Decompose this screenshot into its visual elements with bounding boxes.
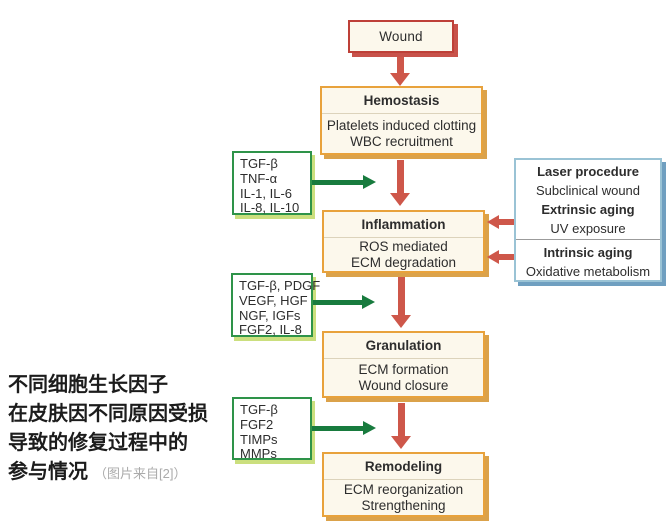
factor-box-remodeling: TGF-β FGF2 TIMPs MMPs — [232, 397, 312, 462]
stage-line: ROS mediated — [359, 238, 448, 254]
stage-line: ECM degradation — [350, 254, 457, 270]
arrow-head — [487, 250, 499, 264]
caption-line: 不同细胞生长因子 — [8, 374, 168, 396]
factor-box-inflammation: TGF-β TNF-α IL-1, IL-6 IL-8, IL-10 — [232, 151, 312, 215]
stage-line: Strengthening — [361, 497, 446, 513]
arrow-head — [362, 295, 375, 309]
factor-line: MMPs — [240, 446, 277, 462]
extrinsic-causes-section: Laser procedure Subclinical wound Extrin… — [516, 160, 660, 238]
factor-line: TGF-β — [240, 402, 278, 417]
factor-line: VEGF, HGF — [239, 292, 308, 308]
arrow-head — [391, 436, 411, 449]
arrow-head — [390, 193, 410, 206]
stage-title: Hemostasis — [363, 93, 440, 108]
arrow-shaft — [499, 254, 514, 260]
arrow-head — [487, 215, 499, 229]
stage-line: ECM reorganization — [343, 481, 464, 497]
arrow-shaft — [396, 57, 404, 73]
wound-box: Wound — [348, 20, 454, 53]
arrow-head — [391, 315, 411, 328]
stage-box-remodeling: Remodeling ECM reorganization Strengthen… — [322, 452, 485, 517]
arrow-down-inflammation-to-granulation-icon — [391, 277, 411, 328]
arrow-left-intrinsic-to-inflammation-icon — [487, 250, 514, 264]
stage-divider — [324, 479, 483, 480]
arrow-down-hemostasis-to-inflammation-icon — [390, 160, 410, 206]
arrow-shaft — [312, 425, 363, 431]
stage-box-hemostasis: Hemostasis Platelets induced clotting WB… — [320, 86, 483, 155]
factor-line: TNF-α — [240, 170, 278, 186]
factor-line: TGF-β — [240, 156, 278, 171]
arrow-right-factors-to-remodeling-icon — [312, 421, 376, 435]
caption-line: 导致的修复过程中的 — [8, 432, 188, 454]
stage-box-granulation: Granulation ECM formation Wound closure — [322, 331, 485, 398]
cause-line: Intrinsic aging — [543, 245, 633, 260]
wound-label: Wound — [379, 29, 423, 44]
stage-divider — [324, 237, 483, 238]
stage-line: Wound closure — [358, 377, 449, 393]
arrow-right-factors-to-granulation-icon — [313, 295, 375, 309]
arrow-shaft — [499, 219, 514, 225]
arrow-right-factors-to-inflammation-icon — [312, 175, 376, 189]
arrow-down-wound-to-hemostasis-icon — [390, 57, 410, 86]
factor-line: TGF-β, PDGF — [239, 278, 321, 293]
stage-line: Platelets induced clotting — [326, 117, 477, 133]
stage-line: WBC recruitment — [350, 133, 453, 149]
arrow-shaft — [313, 299, 362, 305]
cause-line: UV exposure — [550, 221, 626, 236]
cause-line: Laser procedure — [537, 164, 639, 179]
stage-title: Remodeling — [364, 459, 443, 474]
arrow-head — [363, 421, 376, 435]
arrow-shaft — [312, 179, 363, 185]
intrinsic-causes-section: Intrinsic aging Oxidative metabolism — [516, 241, 660, 281]
arrow-shaft — [396, 160, 404, 193]
caption-source: （图片来自[2]） — [94, 466, 187, 481]
stage-title: Granulation — [365, 338, 442, 353]
arrow-shaft — [397, 403, 405, 436]
factor-line: FGF2, IL-8 — [239, 322, 302, 338]
factor-box-granulation: TGF-β, PDGF VEGF, HGF NGF, IGFs FGF2, IL… — [231, 273, 321, 338]
factor-line: TIMPs — [240, 431, 278, 447]
caption-line: 在皮肤因不同原因受损 — [8, 403, 208, 425]
stage-title: Inflammation — [361, 217, 446, 232]
arrow-left-extrinsic-to-inflammation-icon — [487, 215, 514, 229]
cause-line: Extrinsic aging — [541, 202, 635, 217]
stage-divider — [324, 358, 483, 359]
factor-line: IL-1, IL-6 — [240, 185, 293, 201]
causes-box: Laser procedure Subclinical wound Extrin… — [514, 158, 662, 282]
arrow-head — [390, 73, 410, 86]
cause-line: Subclinical wound — [535, 183, 641, 198]
arrow-head — [363, 175, 376, 189]
cause-line: Oxidative metabolism — [525, 264, 651, 279]
stage-box-inflammation: Inflammation ROS mediated ECM degradatio… — [322, 210, 485, 273]
stage-line: ECM formation — [358, 361, 449, 377]
factor-line: FGF2 — [240, 416, 274, 432]
arrow-down-granulation-to-remodeling-icon — [391, 403, 411, 449]
factor-line: IL-8, IL-10 — [240, 200, 300, 216]
arrow-shaft — [397, 277, 405, 315]
factor-line: NGF, IGFs — [239, 307, 301, 323]
stage-divider — [322, 113, 481, 114]
caption-line-text: 参与情况 — [8, 461, 88, 483]
caption-line: 参与情况 （图片来自[2]） — [8, 458, 208, 488]
causes-divider — [516, 239, 660, 240]
figure-caption: 不同细胞生长因子 在皮肤因不同原因受损 导致的修复过程中的 参与情况 （图片来自[… — [8, 371, 208, 488]
